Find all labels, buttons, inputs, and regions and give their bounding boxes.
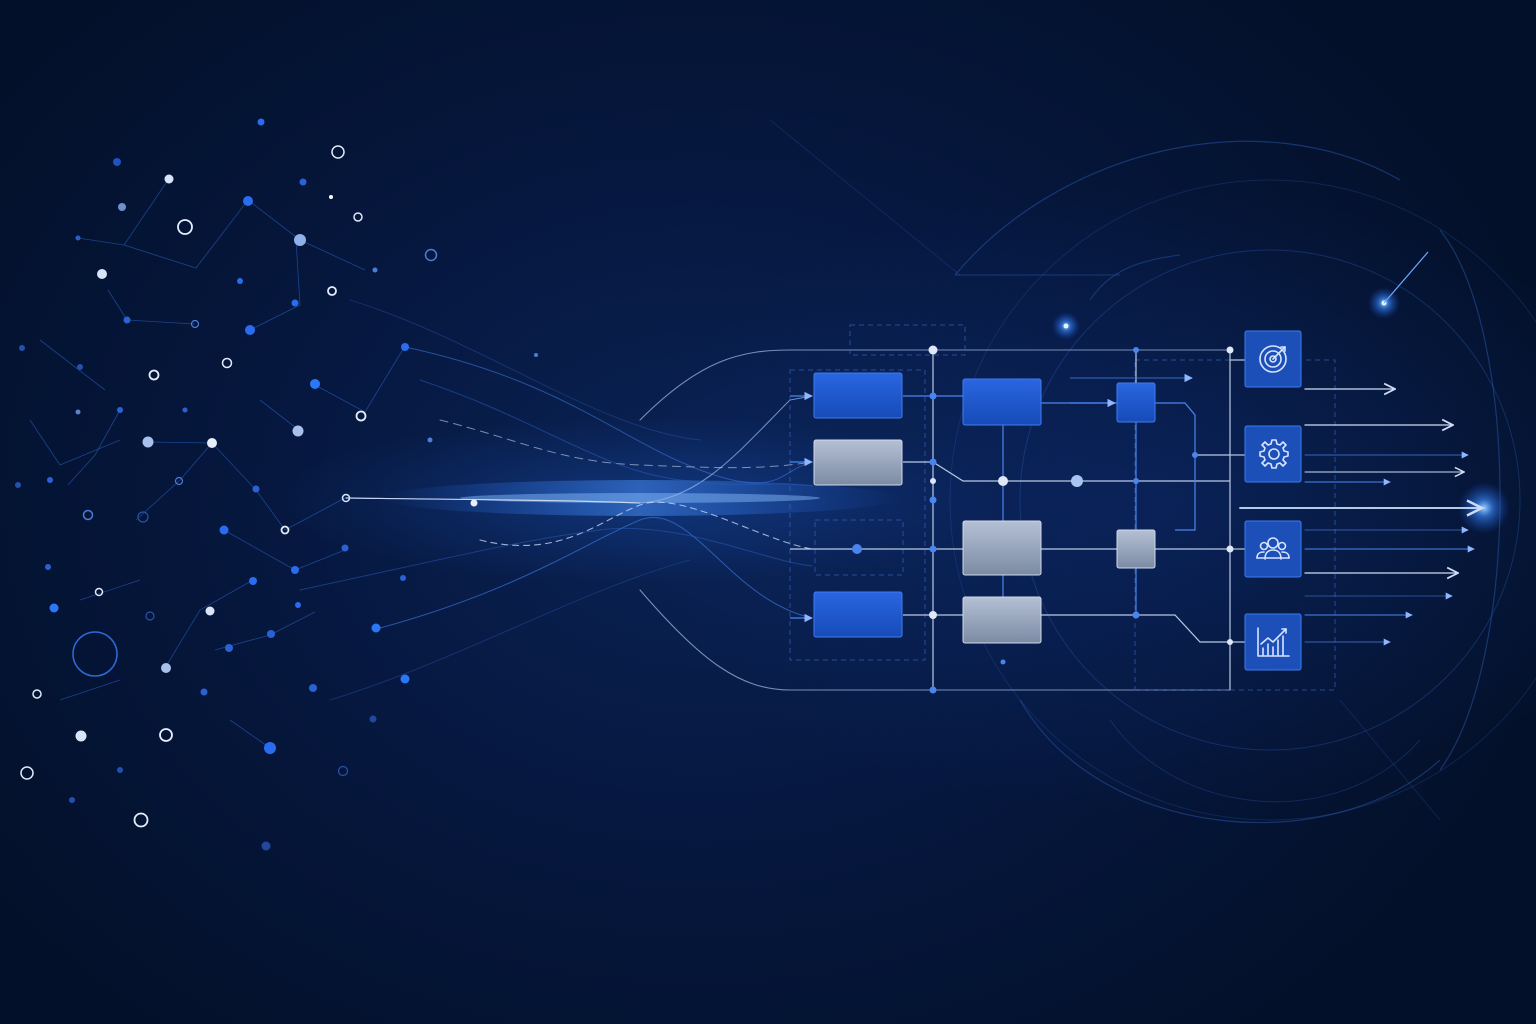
network-nodes xyxy=(15,118,538,851)
flow-lines xyxy=(299,299,1231,701)
process-block-6 xyxy=(962,596,1042,644)
output-icons xyxy=(1244,330,1302,671)
target-icon xyxy=(1244,330,1302,388)
flowchart-blocks xyxy=(813,372,1156,644)
team-icon xyxy=(1244,520,1302,578)
glow-sparks xyxy=(1052,251,1510,534)
junction-dots xyxy=(852,345,1234,694)
process-block-3 xyxy=(813,591,903,638)
process-block-1 xyxy=(813,372,903,419)
process-block-5 xyxy=(962,520,1042,576)
process-block-8 xyxy=(1116,529,1156,569)
decorative-arcs xyxy=(769,119,1536,824)
gear-icon xyxy=(1244,425,1302,483)
process-block-7 xyxy=(1116,382,1156,423)
connector-arrows xyxy=(790,373,1193,623)
process-block-4 xyxy=(962,378,1042,426)
output-arrows xyxy=(1239,389,1482,646)
growth-chart-icon xyxy=(1244,613,1302,671)
network-links xyxy=(29,179,406,749)
process-block-2 xyxy=(813,439,903,486)
